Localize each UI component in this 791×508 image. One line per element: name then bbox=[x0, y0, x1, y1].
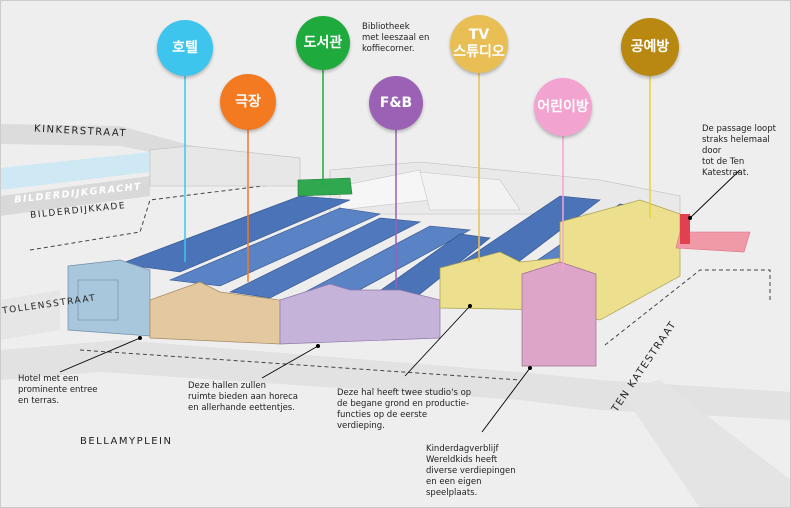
bellamyplein-label: BELLAMYPLEIN bbox=[80, 436, 173, 447]
hotel-label: 호텔 bbox=[172, 39, 198, 56]
tv-studio-bubble: TV 스튜디오 bbox=[450, 15, 508, 73]
theater-bubble: 극장 bbox=[220, 74, 276, 130]
fnb-building bbox=[279, 283, 441, 345]
kids-note: Kinderdagverblijf Wereldkids heeft diver… bbox=[426, 444, 516, 498]
hotel-bubble: 호텔 bbox=[157, 20, 213, 76]
canal-water bbox=[0, 152, 150, 190]
library-note: Bibliotheek met leeszaal en koffiecorner… bbox=[362, 22, 430, 54]
hotel-note: Hotel met een prominente entree en terra… bbox=[18, 374, 98, 406]
front-road bbox=[0, 340, 791, 420]
tv-label-line1: TV bbox=[468, 27, 490, 43]
tv-label-line2: 스튜디오 bbox=[453, 44, 505, 60]
craft-label: 공예방 bbox=[630, 38, 670, 55]
kids-building bbox=[521, 261, 597, 367]
tollensstraat-road bbox=[0, 290, 60, 340]
fnb-bubble: F&B bbox=[369, 76, 423, 130]
craft-room-bubble: 공예방 bbox=[621, 18, 679, 76]
kids-room-bubble: 어린이방 bbox=[534, 78, 592, 136]
kinkerstraat-road bbox=[0, 124, 200, 162]
ten-katestraat-road bbox=[620, 380, 791, 508]
passage-note: De passage loopt straks helemaal door to… bbox=[702, 124, 776, 178]
halls-note: Deze hallen zullen ruimte bieden aan hor… bbox=[188, 381, 299, 413]
library-label: 도서관 bbox=[303, 34, 343, 51]
library-bubble: 도서관 bbox=[296, 16, 350, 70]
kids-label: 어린이방 bbox=[537, 98, 589, 115]
theater-label: 극장 bbox=[235, 93, 261, 110]
fnb-label: F&B bbox=[379, 94, 413, 111]
studio-note: Deze hal heeft twee studio's op de began… bbox=[337, 388, 472, 431]
bilderdijkkade-road bbox=[0, 176, 150, 216]
passage-area bbox=[675, 231, 751, 253]
